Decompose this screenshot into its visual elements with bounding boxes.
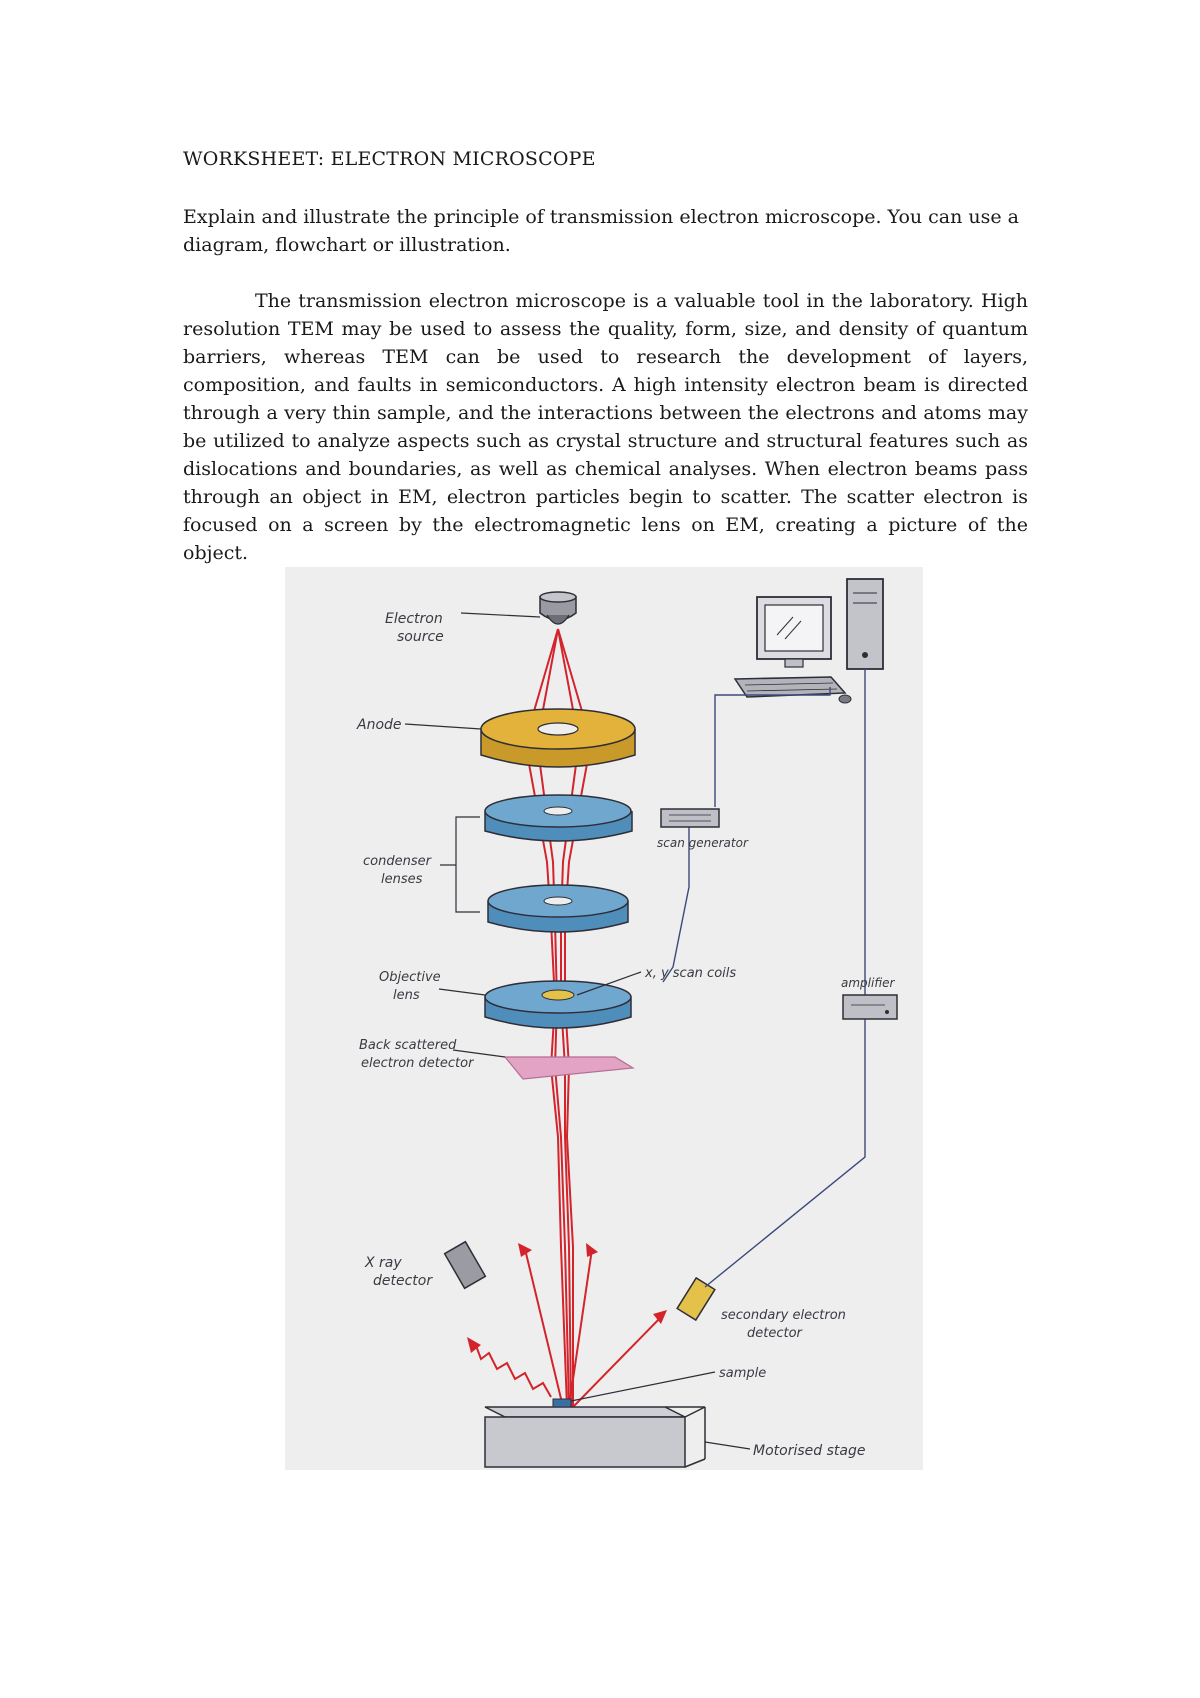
label-backscatter-line2: electron detector (361, 1056, 475, 1071)
xray-detector (443, 1240, 487, 1290)
leader-scan-coils (576, 971, 642, 996)
label-xray-line1: X ray (364, 1255, 402, 1271)
wire-scan-coils (662, 825, 690, 983)
label-backscatter-line1: Back scattered (359, 1038, 457, 1053)
scan-generator-box (660, 808, 720, 828)
electron-gun (539, 591, 577, 625)
label-condenser-line1: condenser (363, 854, 433, 869)
worksheet-title: WORKSHEET: ELECTRON MICROSCOPE (183, 148, 596, 170)
xray-arrow-head (467, 1337, 481, 1353)
label-sample: sample (719, 1366, 766, 1381)
label-scan-generator: scan generator (657, 836, 749, 850)
label-xray-line2: detector (373, 1273, 433, 1289)
leader-electron-source (460, 612, 541, 618)
amplifier-box (842, 994, 898, 1020)
leader-backscatter (452, 1049, 506, 1058)
question-prompt: Explain and illustrate the principle of … (183, 206, 1019, 256)
scatter-arrows (524, 1248, 664, 1408)
label-condenser-line2: lenses (381, 872, 423, 887)
label-anode: Anode (356, 717, 402, 733)
sample-block (552, 1398, 572, 1408)
leader-objective (438, 988, 486, 996)
leader-condenser (440, 816, 480, 913)
anode (480, 708, 636, 768)
leader-stage (704, 1441, 751, 1450)
label-amplifier: amplifier (841, 976, 895, 990)
label-objective-line2: lens (393, 988, 420, 1003)
computer-workstation (733, 578, 884, 704)
condenser-lens-upper (484, 794, 633, 842)
tem-illustration: Electron source Anode condenser lenses O… (285, 567, 923, 1470)
wire-scan-generator (714, 687, 831, 807)
objective-lens (484, 980, 632, 1029)
backscatter-detector-plate (503, 1056, 635, 1080)
condenser-lens-lower (487, 884, 629, 933)
secondary-electron-detector (676, 1276, 716, 1322)
label-electron-source-line1: Electron (385, 611, 443, 627)
label-secondary-line2: detector (747, 1326, 804, 1341)
leader-sample (570, 1371, 716, 1402)
tem-diagram-svg: Electron source Anode condenser lenses O… (285, 567, 923, 1470)
label-motorised-stage: Motorised stage (753, 1443, 865, 1459)
xray-zigzag-arrow (474, 1342, 552, 1398)
label-scan-coils: x, y scan coils (644, 966, 736, 981)
answer-paragraph: The transmission electron microscope is … (183, 290, 1028, 564)
label-electron-source-line2: source (397, 629, 444, 645)
wire-secondary-detector (704, 1019, 866, 1288)
leader-anode (404, 723, 482, 730)
label-objective-line1: Objective (379, 970, 441, 985)
label-secondary-line1: secondary electron (721, 1308, 846, 1323)
motorised-stage (484, 1406, 706, 1468)
